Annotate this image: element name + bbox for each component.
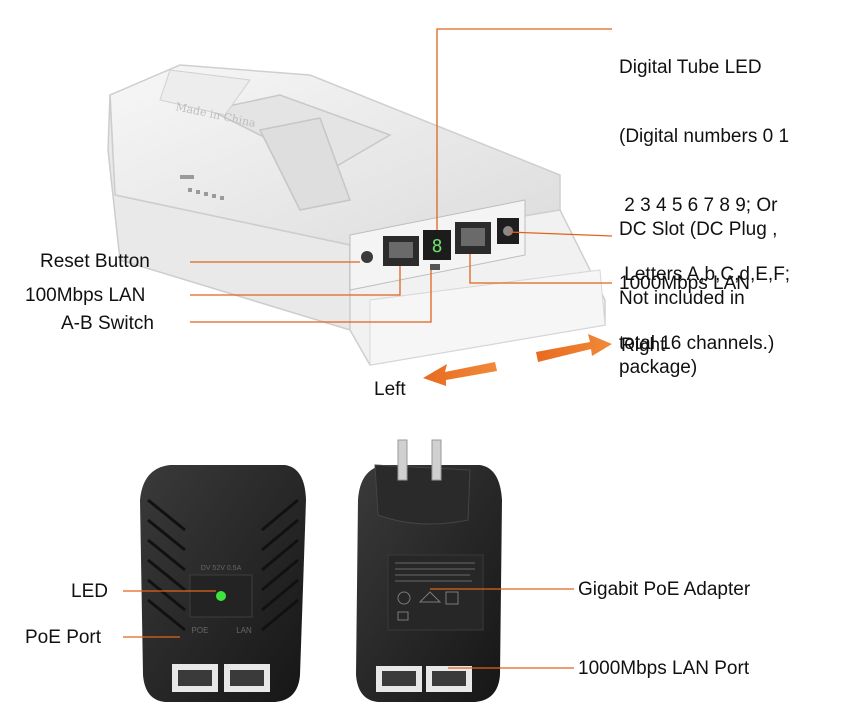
label-line: 2 3 4 5 6 7 8 9; Or [619,195,778,216]
leader-ab-switch [190,270,432,323]
right-arrow [536,334,612,362]
leader-dc-slot [507,231,613,237]
label-dc-slot: DC Slot (DC Plug , Not included in packa… [619,172,777,425]
label-1000-lan: 1000Mbps LAN [619,273,750,294]
label-left: Left [374,379,406,400]
label-reset-button: Reset Button [40,251,150,272]
label-digital-tube-led: Digital Tube LED (Digital numbers 0 1 2 … [619,10,790,401]
leader-1000-lan [469,254,612,284]
label-led: LED [71,581,108,602]
label-ab-switch: A-B Switch [61,313,154,334]
poe-adapter-front: DV 52V 0.5A POE LAN [140,465,306,702]
adapter-lan-text: LAN [236,626,252,635]
label-line: DC Slot (DC Plug , [619,219,778,240]
adapter-led [216,591,226,601]
left-arrow [423,362,497,386]
label-1000-lan-port: 1000Mbps LAN Port [578,658,750,679]
label-100-lan: 100Mbps LAN [25,285,146,306]
label-line: package) [619,357,698,378]
leader-100-lan [190,266,401,296]
label-line: (Digital numbers 0 1 [619,126,790,147]
adapter-poe-text: POE [192,626,209,635]
leader-lines [123,28,613,669]
label-line: Digital Tube LED [619,57,762,78]
label-poe-port: PoE Port [25,627,102,648]
label-gigabit-poe-adapter: Gigabit PoE Adapter [578,579,751,600]
label-right: Right [621,335,666,356]
adapter-rating-text: DV 52V 0.5A [201,565,242,572]
label-line: total 16 channels.) [619,333,775,354]
svg-text:8: 8 [432,236,443,257]
cpe-device: 8 Made in China [107,64,606,366]
poe-adapter-back [356,439,502,702]
label-line: Not included in [619,288,745,309]
leader-digital-tube [436,28,612,230]
label-line: Letters A,b,C,d,E,F; [619,264,791,285]
